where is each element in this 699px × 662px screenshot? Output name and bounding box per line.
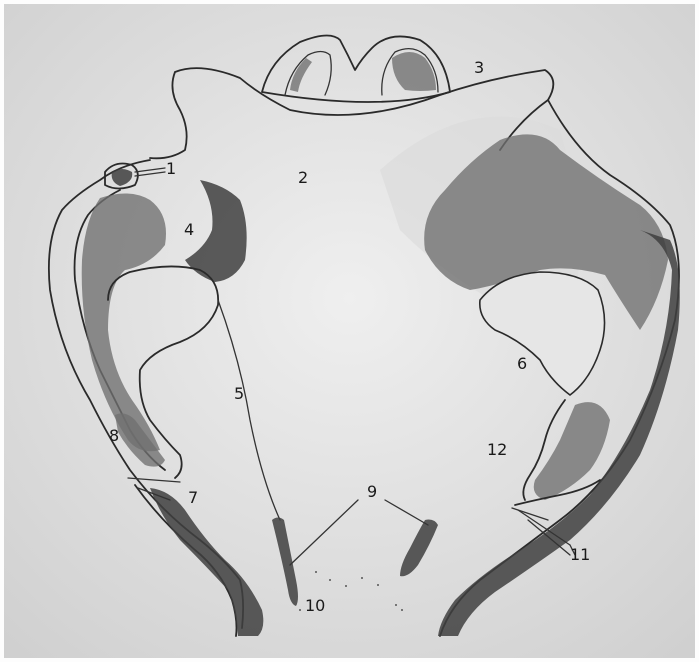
label-4: 4 — [184, 222, 194, 238]
label-6: 6 — [517, 356, 527, 372]
label-7: 7 — [188, 490, 198, 506]
label-5: 5 — [234, 386, 244, 402]
label-2: 2 — [298, 170, 308, 186]
label-11: 11 — [570, 547, 590, 563]
label-8: 8 — [109, 428, 119, 444]
label-3: 3 — [474, 60, 484, 76]
label-10: 10 — [305, 598, 325, 614]
label-9: 9 — [367, 484, 377, 500]
label-1: 1 — [166, 161, 176, 177]
label-12: 12 — [487, 442, 507, 458]
